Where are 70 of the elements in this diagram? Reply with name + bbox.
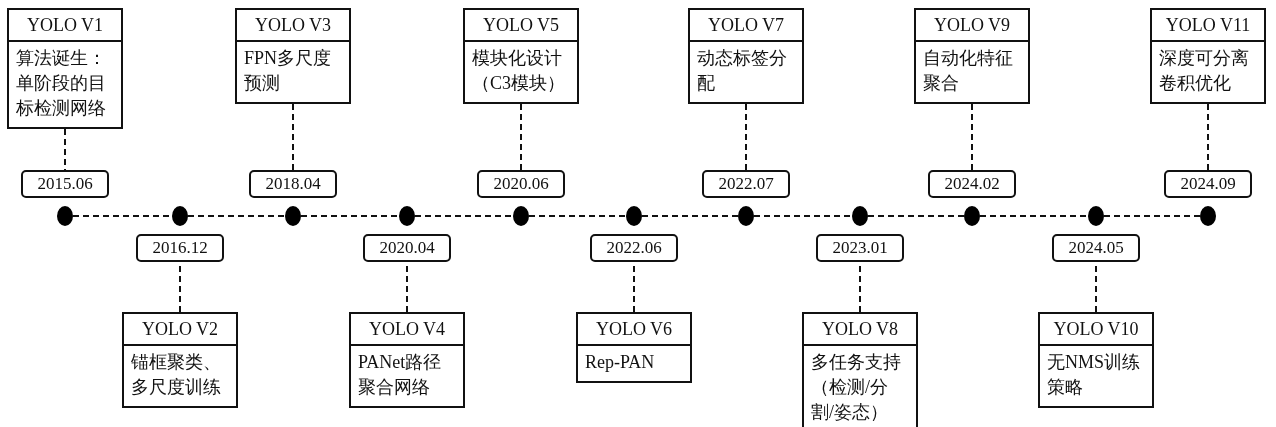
- version-card: [1150, 8, 1266, 104]
- version-description: 动态标签分配: [696, 47, 788, 95]
- dashed-connector: [979, 215, 1089, 217]
- dashed-connector: [520, 103, 522, 171]
- timeline-dot: [513, 206, 529, 226]
- date-tag: 2024.05: [1052, 234, 1140, 262]
- version-description: 自动化特征聚合: [922, 47, 1014, 95]
- date-tag: 2022.07: [702, 170, 790, 198]
- version-title: YOLO V3: [237, 10, 349, 42]
- version-card: [463, 8, 579, 104]
- timeline-dot: [57, 206, 73, 226]
- version-title: YOLO V7: [690, 10, 802, 42]
- date-tag: 2018.04: [249, 170, 337, 198]
- date-tag: 2016.12: [136, 234, 224, 262]
- version-description: 深度可分离卷积优化: [1158, 47, 1250, 95]
- version-title: YOLO V8: [804, 314, 916, 346]
- version-card: [576, 312, 692, 383]
- version-title: YOLO V10: [1040, 314, 1152, 346]
- timeline-dot: [172, 206, 188, 226]
- version-card: [235, 8, 351, 104]
- timeline-dot: [738, 206, 754, 226]
- version-title: YOLO V2: [124, 314, 236, 346]
- dashed-connector: [414, 215, 514, 217]
- version-card: [914, 8, 1030, 104]
- version-title: YOLO V1: [9, 10, 121, 42]
- date-tag: 2023.01: [816, 234, 904, 262]
- version-description: 模块化设计（C3模块）: [471, 47, 566, 95]
- dashed-connector: [300, 215, 400, 217]
- version-description: PANet路径聚合网络: [357, 351, 443, 399]
- version-title: YOLO V4: [351, 314, 463, 346]
- version-title: YOLO V9: [916, 10, 1028, 42]
- date-tag: 2015.06: [21, 170, 109, 198]
- timeline-dot: [1200, 206, 1216, 226]
- dashed-connector: [292, 103, 294, 171]
- version-card: [122, 312, 238, 408]
- dashed-connector: [745, 103, 747, 171]
- version-description: 无NMS训练策略: [1046, 351, 1141, 399]
- timeline-dot: [1088, 206, 1104, 226]
- version-card: [1038, 312, 1154, 408]
- date-tag: 2020.04: [363, 234, 451, 262]
- version-description: 锚框聚类、多尺度训练: [130, 351, 222, 399]
- version-card: [7, 8, 123, 129]
- date-tag: 2022.06: [590, 234, 678, 262]
- dashed-connector: [64, 128, 66, 171]
- timeline-dot: [964, 206, 980, 226]
- version-description: FPN多尺度预测: [243, 47, 333, 95]
- dashed-connector: [1103, 215, 1201, 217]
- version-title: YOLO V11: [1152, 10, 1264, 42]
- timeline-dot: [852, 206, 868, 226]
- dashed-connector: [867, 215, 965, 217]
- date-tag: 2020.06: [477, 170, 565, 198]
- version-title: YOLO V5: [465, 10, 577, 42]
- dashed-connector: [641, 215, 739, 217]
- dashed-connector: [1207, 103, 1209, 171]
- version-card: [802, 312, 918, 427]
- version-title: YOLO V6: [578, 314, 690, 346]
- version-description: 多任务支持（检测/分割/姿态）: [810, 351, 902, 424]
- version-card: [349, 312, 465, 408]
- version-card: [688, 8, 804, 104]
- date-tag: 2024.02: [928, 170, 1016, 198]
- timeline-dot: [285, 206, 301, 226]
- version-description: Rep-PAN: [584, 351, 656, 374]
- version-description: 算法诞生：单阶段的目标检测网络: [15, 47, 107, 120]
- timeline-dot: [399, 206, 415, 226]
- dashed-connector: [528, 215, 627, 217]
- date-tag: 2024.09: [1164, 170, 1252, 198]
- dashed-connector: [971, 103, 973, 171]
- dashed-connector: [187, 215, 286, 217]
- timeline-dot: [626, 206, 642, 226]
- dashed-connector: [753, 215, 853, 217]
